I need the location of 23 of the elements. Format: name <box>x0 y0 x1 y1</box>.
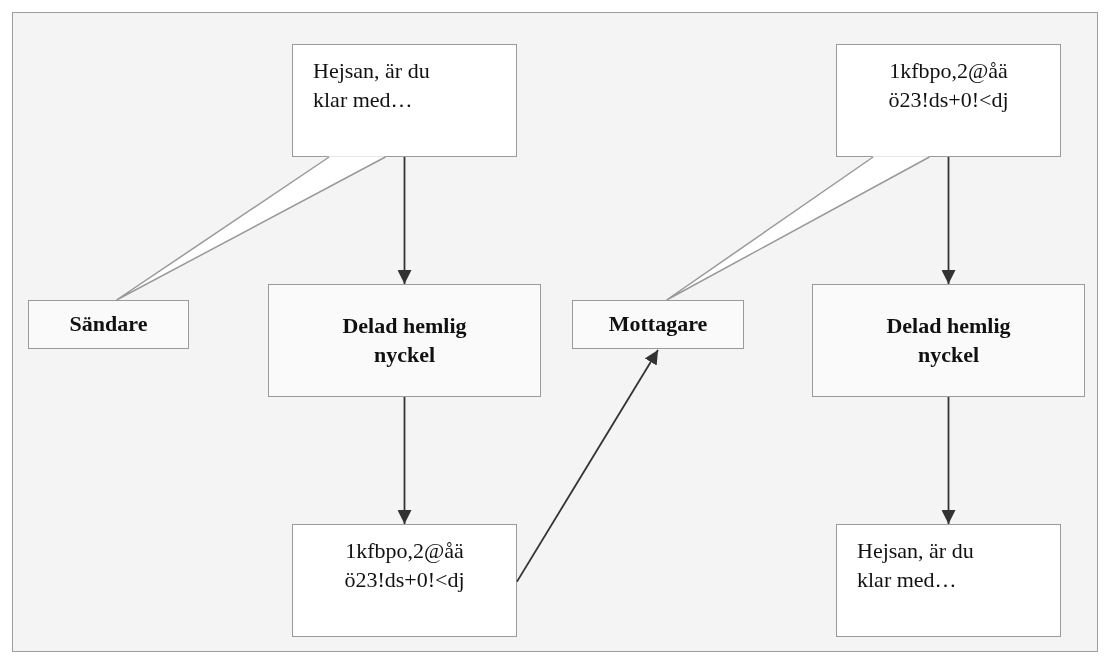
speech-bubble-tail <box>115 156 387 301</box>
node-title: Mottagare <box>607 310 709 339</box>
speech-bubble-tail <box>665 156 931 301</box>
arrow <box>941 156 956 285</box>
label-box <box>268 284 541 397</box>
message-text: 1kfbpo,2@åä ö23!ds+0!<dj <box>887 57 1010 114</box>
message-text: Hejsan, är du klar med… <box>313 57 431 114</box>
node-title: Delad hemlig nyckel <box>341 311 468 369</box>
arrow <box>516 349 659 583</box>
node-title: Delad hemlig nyckel <box>885 311 1012 369</box>
arrow <box>941 396 956 525</box>
label-box <box>572 300 744 349</box>
label-box <box>812 284 1085 397</box>
message-text: Hejsan, är du klar med… <box>857 537 975 594</box>
message-box <box>292 524 517 637</box>
arrow <box>397 156 412 285</box>
message-box <box>836 524 1061 637</box>
message-box <box>836 44 1061 157</box>
label-box <box>28 300 189 349</box>
message-text: 1kfbpo,2@åä ö23!ds+0!<dj <box>343 537 466 594</box>
message-box <box>292 44 517 157</box>
node-title: Sändare <box>68 310 149 339</box>
arrow <box>397 396 412 525</box>
